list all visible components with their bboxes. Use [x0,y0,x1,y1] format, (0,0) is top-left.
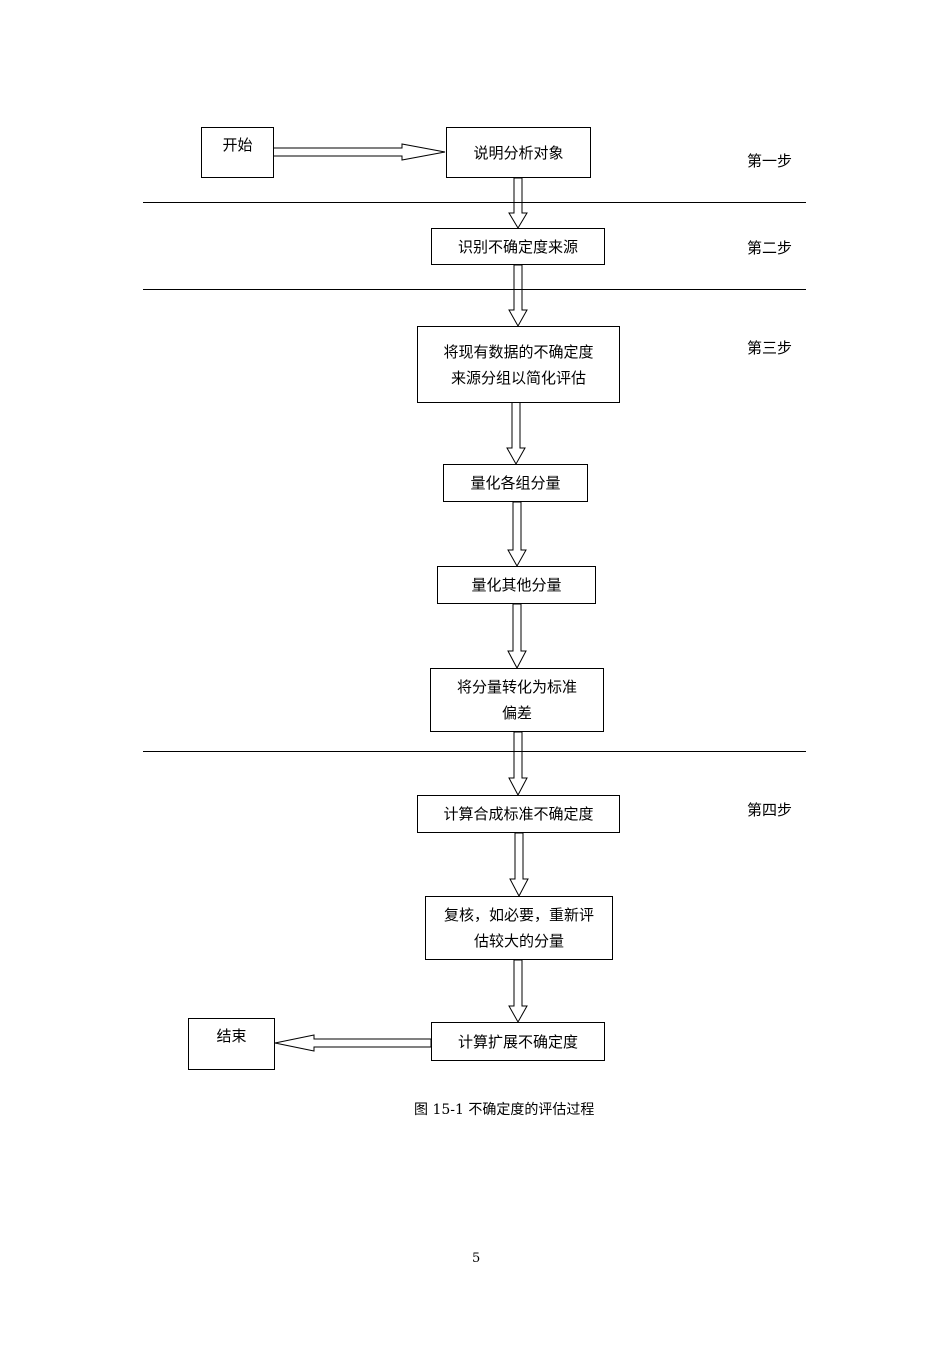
review-label-line2: 估较大的分量 [473,932,564,950]
separator-step2-step3 [143,289,806,290]
quantify-others-node: 量化其他分量 [437,566,596,604]
arrow-quantify-others-to-convert [507,603,527,670]
step-label-4: 第四步 [747,801,793,819]
arrow-start-to-describe [272,143,446,161]
start-label: 开始 [222,136,253,154]
describe-object-node: 说明分析对象 [446,127,591,178]
arrow-convert-to-combined [508,731,528,797]
separator-step3-step4 [143,751,806,752]
convert-to-std-dev-node: 将分量转化为标准 偏差 [430,668,604,732]
combined-uncertainty-node: 计算合成标准不确定度 [417,795,620,833]
expanded-uncertainty-node: 计算扩展不确定度 [431,1022,605,1061]
group-sources-label-line2: 来源分组以简化评估 [450,368,586,387]
arrow-describe-to-identify [508,177,528,229]
identify-sources-node: 识别不确定度来源 [431,228,605,265]
expanded-uncertainty-label: 计算扩展不确定度 [457,1032,578,1051]
group-sources-node: 将现有数据的不确定度 来源分组以简化评估 [417,326,620,403]
separator-step1-step2 [143,202,806,203]
page-number: 5 [472,1251,481,1266]
group-sources-label-line1: 将现有数据的不确定度 [443,342,594,361]
arrow-identify-to-group [508,264,528,328]
start-node: 开始 [201,127,274,178]
arrow-combined-to-review [509,832,529,898]
figure-caption: 图 15-1 不确定度的评估过程 [414,1102,595,1118]
quantify-groups-label: 量化各组分量 [470,474,561,492]
convert-label-line1: 将分量转化为标准 [456,678,577,696]
review-label-line1: 复核，如必要，重新评 [443,906,594,924]
end-node: 结束 [188,1018,275,1070]
quantify-groups-node: 量化各组分量 [443,464,588,502]
identify-sources-label: 识别不确定度来源 [457,237,578,256]
combined-uncertainty-label: 计算合成标准不确定度 [443,805,594,823]
end-label: 结束 [216,1027,247,1045]
arrow-group-to-quantify-groups [506,401,526,466]
describe-object-label: 说明分析对象 [473,143,564,162]
quantify-others-label: 量化其他分量 [471,576,562,594]
step-label-2: 第二步 [747,239,793,257]
arrow-quantify-groups-to-others [507,501,527,568]
arrow-expanded-to-end [274,1034,432,1052]
step-label-1: 第一步 [747,152,793,170]
review-node: 复核，如必要，重新评 估较大的分量 [425,896,613,960]
step-label-3: 第三步 [747,339,793,357]
convert-label-line2: 偏差 [501,704,532,722]
arrow-review-to-expanded [508,959,528,1024]
